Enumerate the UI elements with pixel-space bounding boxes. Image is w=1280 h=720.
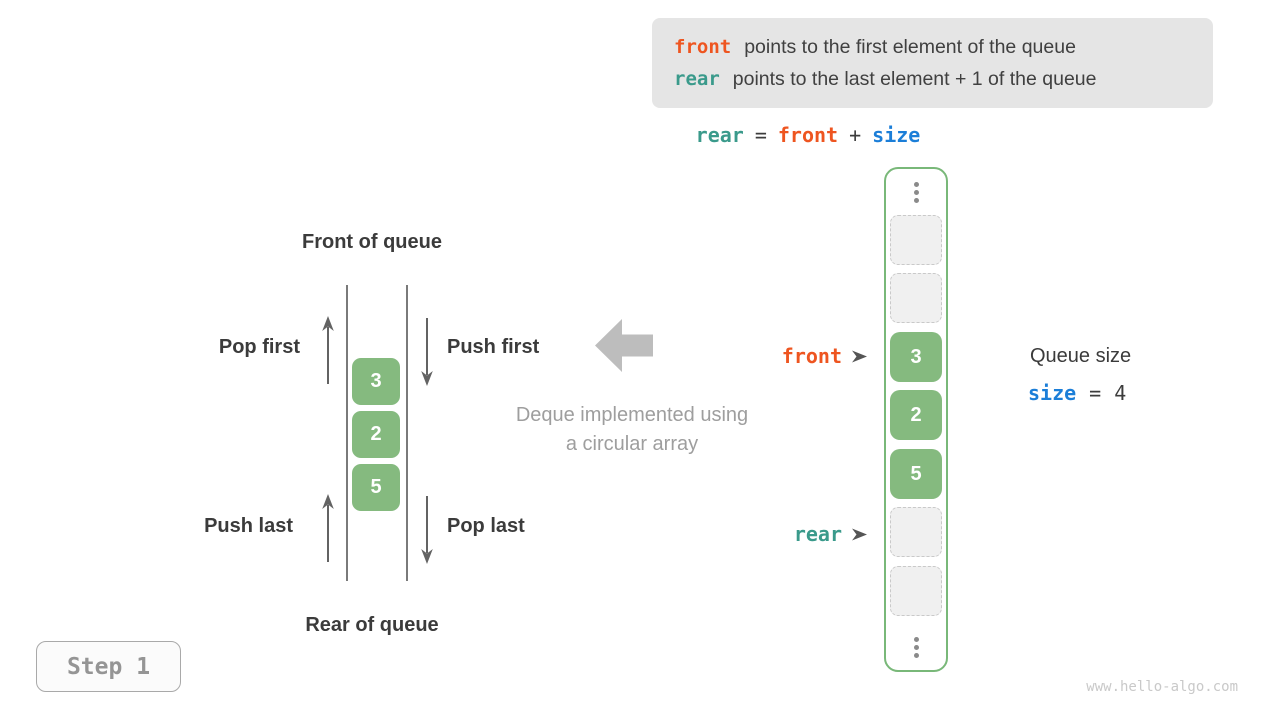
queue-size-title: Queue size <box>1030 345 1132 367</box>
equation-front: front <box>777 123 839 147</box>
deque-element: 3 <box>352 358 400 405</box>
equation-rear: rear <box>695 123 744 147</box>
front-of-queue-label: Front of queue <box>302 231 442 253</box>
array-cell-empty <box>890 273 942 323</box>
array-cell-filled: 2 <box>890 390 942 440</box>
pop-first-label: Pop first <box>218 336 300 358</box>
array-cell-filled: 3 <box>890 332 942 382</box>
pointer-info-box: front points to the first element of the… <box>652 18 1213 108</box>
info-line-rear: rear points to the last element + 1 of t… <box>674 68 1213 91</box>
deque-element: 5 <box>352 464 400 511</box>
ellipsis-icon <box>884 178 948 206</box>
rear-pointer: rear <box>762 522 868 546</box>
caption-line-2: a circular array <box>565 433 699 455</box>
size-equals: = <box>1089 381 1102 405</box>
size-variable: size <box>1028 381 1077 405</box>
rear-keyword: rear <box>674 67 720 90</box>
down-arrow-icon <box>418 316 436 391</box>
array-cell-empty <box>890 215 942 265</box>
up-arrow-icon <box>319 316 337 391</box>
pop-last-label: Pop last <box>447 515 525 537</box>
push-last-label: Push last <box>204 515 293 537</box>
pointer-arrow-icon <box>851 349 868 364</box>
array-cell-filled: 5 <box>890 449 942 499</box>
front-keyword: front <box>674 35 732 58</box>
equation-size: size <box>872 123 921 147</box>
pointer-arrow-icon <box>851 527 868 542</box>
ellipsis-icon <box>884 633 948 661</box>
pointer-equation: rear = front + size <box>652 123 964 147</box>
down-arrow-icon <box>418 494 436 569</box>
queue-size-equation: size = 4 <box>1028 381 1126 405</box>
array-cell-empty <box>890 566 942 616</box>
array-cell-empty <box>890 507 942 557</box>
rear-pointer-label: rear <box>793 522 842 546</box>
push-first-label: Push first <box>447 336 540 358</box>
caption-line-1: Deque implemented using <box>515 404 749 426</box>
channel-right-line <box>406 285 408 581</box>
watermark: www.hello-algo.com <box>1086 679 1238 695</box>
equation-equals: = <box>754 123 767 147</box>
up-arrow-icon <box>319 494 337 569</box>
channel-left-line <box>346 285 348 581</box>
rear-description: points to the last element + 1 of the qu… <box>732 67 1097 90</box>
deque-element: 2 <box>352 411 400 458</box>
rear-of-queue-label: Rear of queue <box>305 614 439 636</box>
diagram-caption: Deque implemented using a circular array <box>472 401 792 459</box>
step-badge: Step 1 <box>36 641 181 692</box>
front-pointer-label: front <box>781 344 842 368</box>
left-block-arrow-icon <box>595 317 653 379</box>
front-pointer: front <box>762 344 868 368</box>
size-value: 4 <box>1114 381 1127 405</box>
equation-plus: + <box>849 123 862 147</box>
info-line-front: front points to the first element of the… <box>674 36 1213 59</box>
front-description: points to the first element of the queue <box>744 35 1076 58</box>
